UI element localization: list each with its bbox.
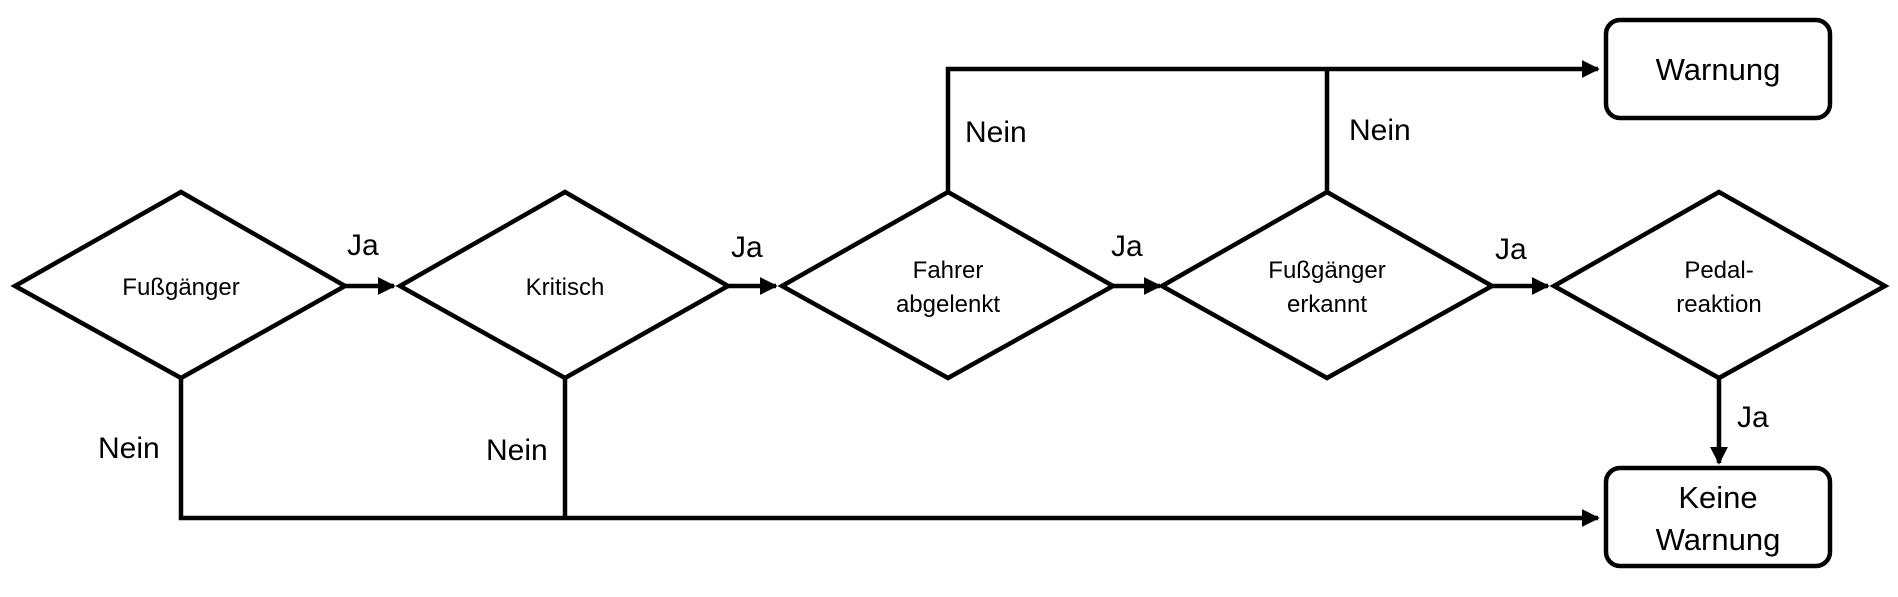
decision-fussgaenger-erkannt: Fußgänger erkannt	[1157, 189, 1497, 381]
edge-label-nein: Nein	[98, 432, 160, 465]
result-keine-warnung: Keine Warnung	[1603, 465, 1833, 569]
node-label-line2: abgelenkt	[896, 291, 1000, 318]
result-warnung: Warnung	[1603, 17, 1833, 121]
node-label: Fußgänger	[122, 274, 239, 301]
edge-label-ja: Ja	[1495, 233, 1527, 266]
edge-label-ja: Ja	[347, 229, 379, 262]
node-label-line1: Fußgänger	[1268, 257, 1385, 284]
node-label-line2: reaktion	[1676, 291, 1761, 318]
decision-kritisch: Kritisch	[395, 189, 733, 381]
edge-label-nein: Nein	[1349, 114, 1411, 147]
arrow-nein-to-keine-warnung	[178, 378, 1600, 527]
edge-labels: Ja Ja Ja Ja Ja Nein Nein Nein Nein	[98, 114, 1769, 467]
arrow-fahrer-nein-to-warnung	[945, 60, 1600, 192]
decision-fussgaenger: Fußgänger	[10, 189, 350, 381]
edge-label-nein: Nein	[965, 116, 1027, 149]
edge-label-nein: Nein	[486, 434, 548, 467]
node-label: Kritisch	[526, 274, 605, 301]
edge-label-ja: Ja	[1737, 401, 1769, 434]
edge-label-ja: Ja	[731, 231, 763, 264]
node-label-line1: Fahrer	[913, 257, 984, 284]
node-label: Warnung	[1656, 52, 1781, 87]
decision-fahrer-abgelenkt: Fahrer abgelenkt	[777, 189, 1118, 381]
node-label-line1: Pedal-	[1684, 257, 1753, 284]
node-label-line2: erkannt	[1287, 291, 1367, 318]
connectors	[178, 60, 1728, 527]
decision-pedalreaktion: Pedal- reaktion	[1549, 189, 1890, 381]
edge-label-ja: Ja	[1111, 230, 1143, 263]
node-label-line2: Warnung	[1656, 522, 1781, 557]
node-label-line1: Keine	[1678, 480, 1757, 515]
